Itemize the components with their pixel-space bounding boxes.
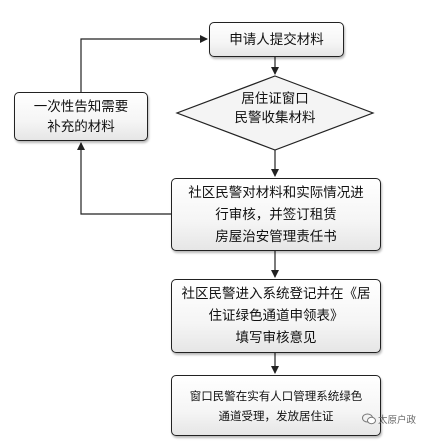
collect-materials-label: 居住证窗口 民警收集材料: [234, 91, 316, 126]
system-register-box: 社区民警进入系统登记并在《居 住证绿色通道申领表》 填写审核意见: [171, 279, 381, 353]
watermark: 太原户政: [362, 412, 416, 426]
issue-permit-box: 窗口民警在实有人口管理系统绿色 通道受理，发放居住证: [171, 375, 381, 436]
arrow-notify-to-submit: [80, 35, 208, 92]
community-review-label: 社区民警对材料和实际情况进 行审核，并签订租赁 房屋治安管理责任书: [188, 184, 364, 245]
system-register-label: 社区民警进入系统登记并在《居 住证绿色通道申领表》 填写审核意见: [181, 286, 371, 346]
community-review-box: 社区民警对材料和实际情况进 行审核，并签订租赁 房屋治安管理责任书: [171, 178, 381, 251]
watermark-text: 太原户政: [378, 415, 417, 426]
submit-materials-label: 申请人提交材料: [229, 31, 324, 48]
notify-supplement-box: 一次性告知需要 补充的材料: [14, 92, 148, 141]
issue-permit-label: 窗口民警在实有人口管理系统绿色 通道受理，发放居住证: [189, 388, 363, 423]
submit-materials-box: 申请人提交材料: [209, 22, 344, 57]
notify-supplement-label: 一次性告知需要 补充的材料: [33, 98, 129, 135]
arrow-review-to-notify: [77, 142, 171, 215]
wechat-icon: [362, 413, 376, 425]
